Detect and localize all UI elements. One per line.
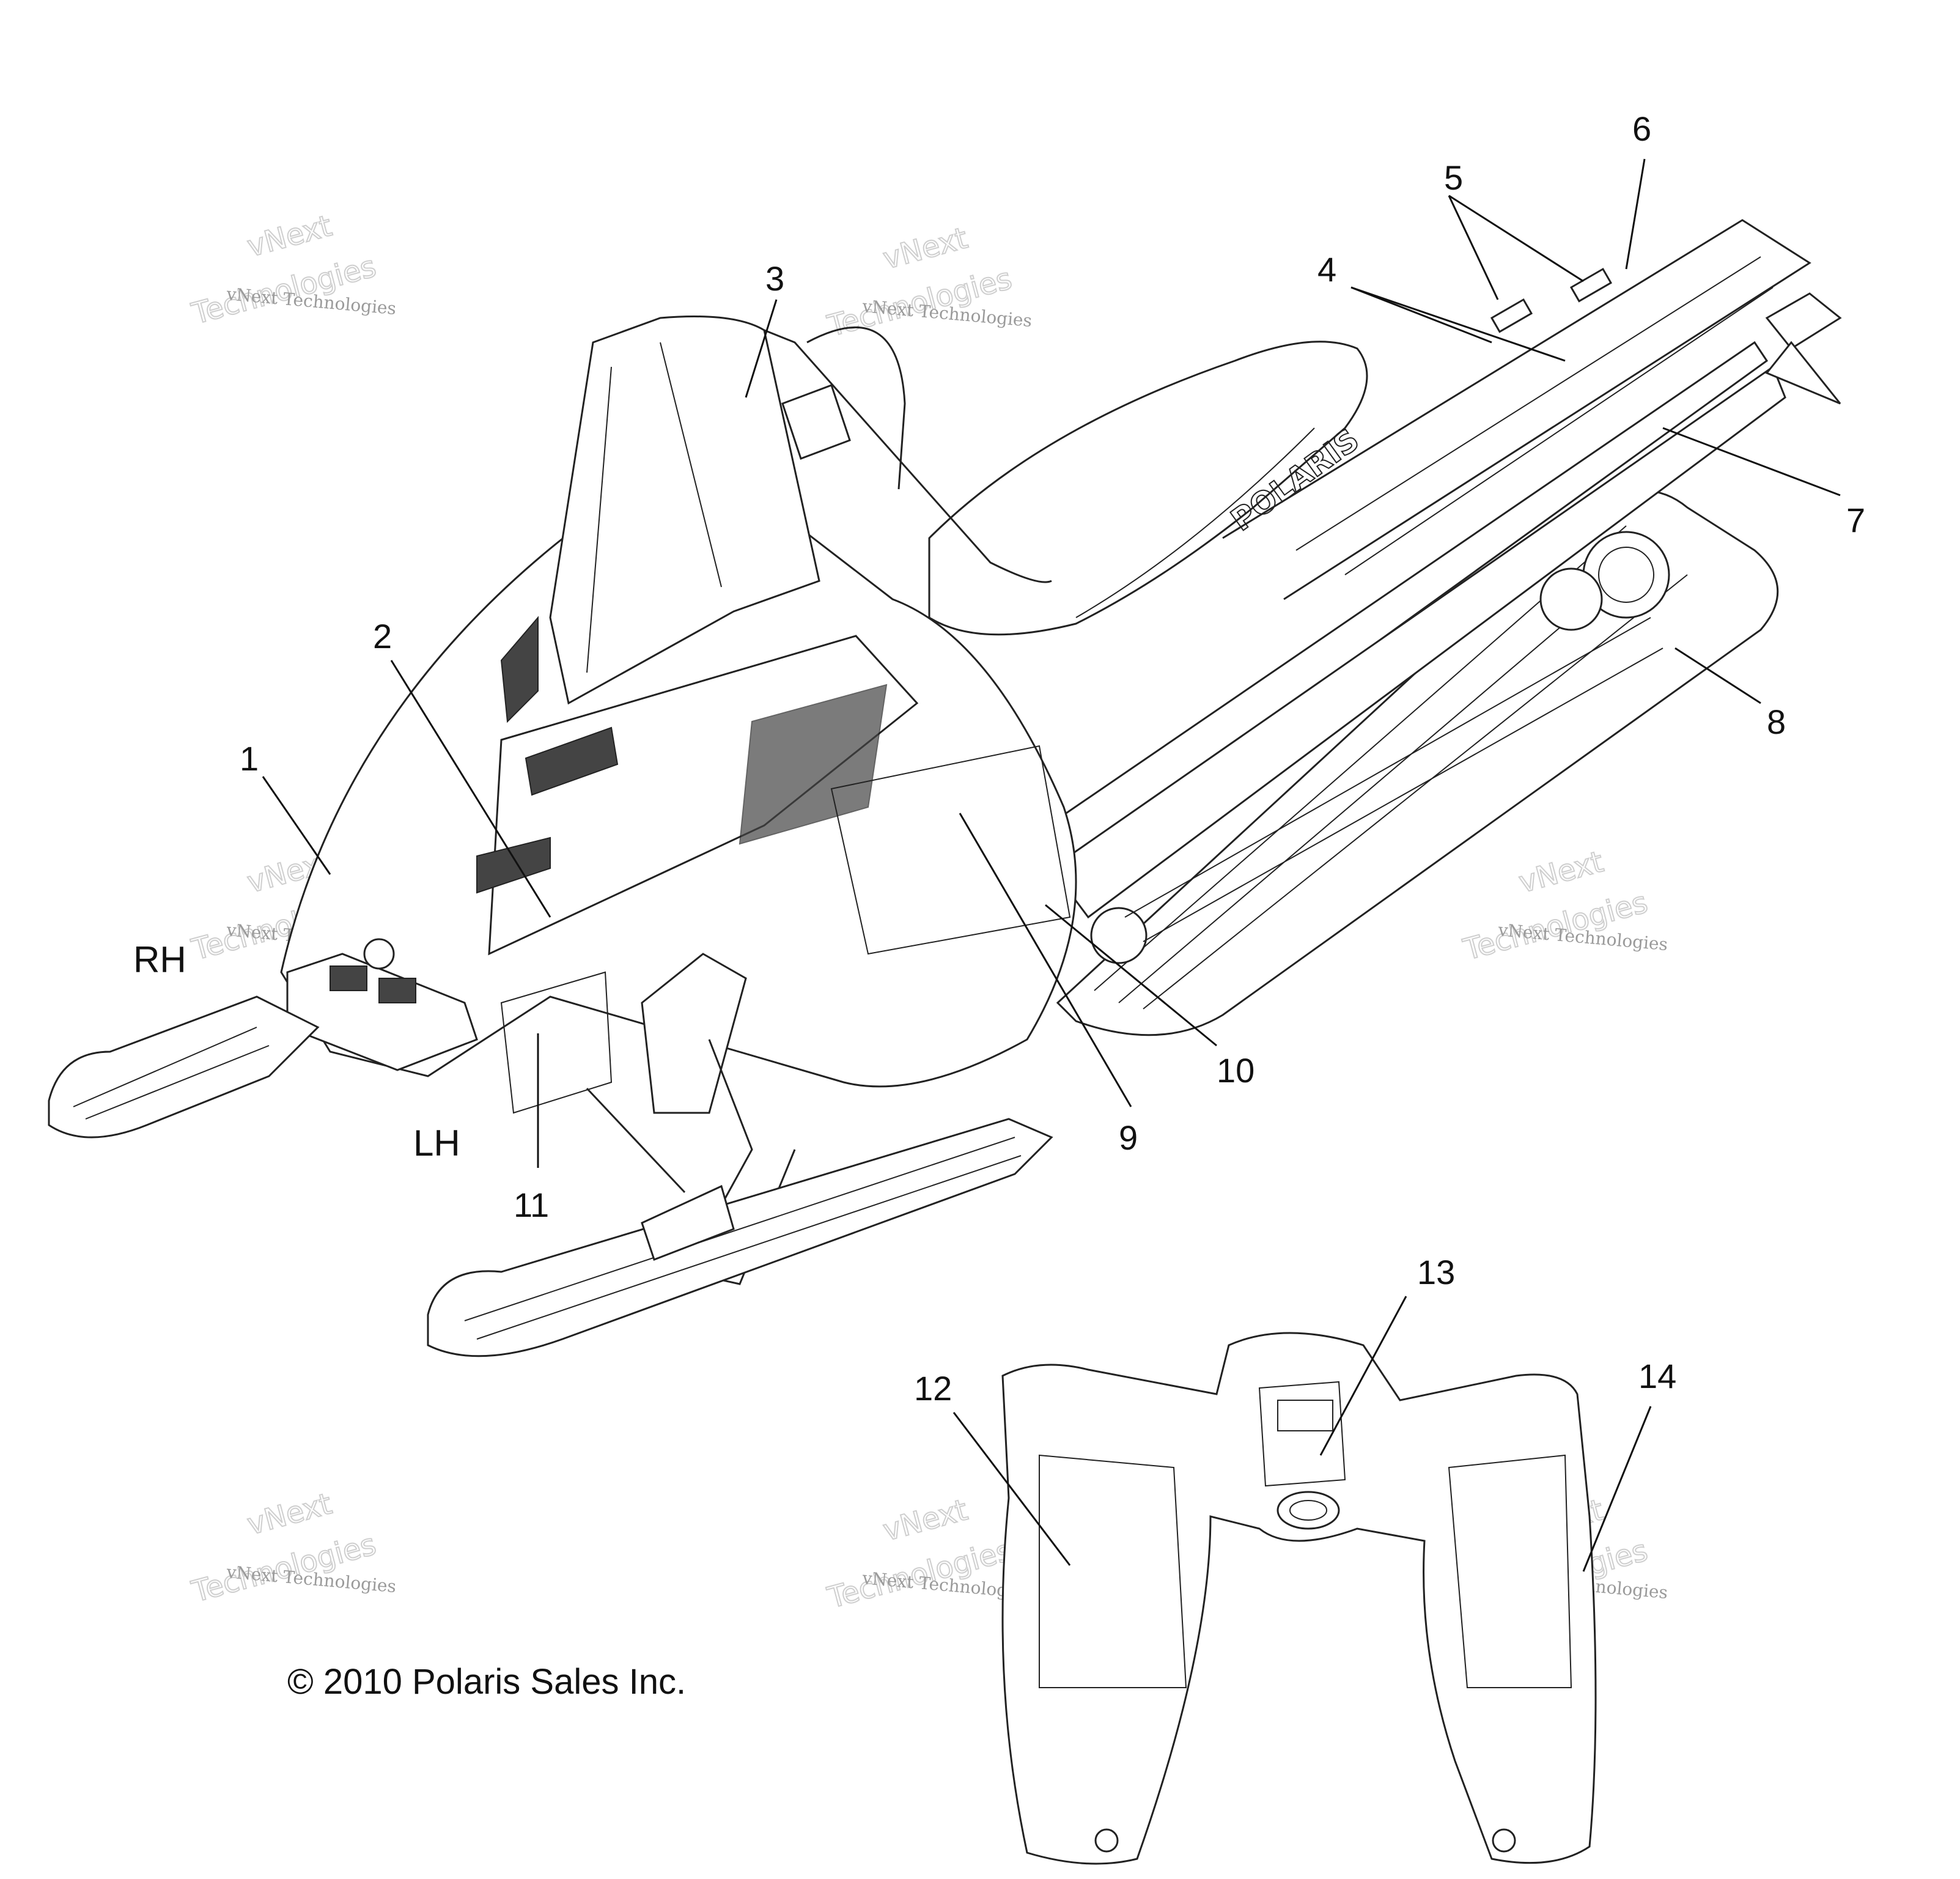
- callout-12: 12: [914, 1369, 952, 1408]
- copyright-text: © 2010 Polaris Sales Inc.: [287, 1662, 686, 1702]
- callout-1: 1: [240, 739, 259, 778]
- hood-underside-illustration: [1001, 1332, 1597, 1865]
- watermark-outline-top: vNext: [880, 221, 971, 276]
- watermark-outline-top: vNext: [244, 1486, 336, 1541]
- callout-8: 8: [1767, 703, 1786, 741]
- watermark-outline-top: vNext: [880, 1493, 971, 1548]
- callout-9: 9: [1119, 1118, 1138, 1157]
- callout-13: 13: [1417, 1253, 1455, 1291]
- callout-3: 3: [765, 259, 784, 298]
- watermark-outline-top: vNext: [244, 209, 336, 264]
- lh-label: LH: [413, 1123, 460, 1164]
- leader-lines: [262, 158, 1841, 1572]
- callout-7: 7: [1846, 501, 1865, 539]
- callout-4: 4: [1317, 250, 1336, 289]
- callout-5: 5: [1444, 158, 1463, 197]
- callout-10: 10: [1217, 1051, 1254, 1090]
- callout-2: 2: [373, 617, 392, 655]
- callout-14: 14: [1638, 1357, 1676, 1395]
- callout-labels: 1 2 3 4 5 6 7 8 9 10 11 12 13 14: [240, 109, 1865, 1408]
- callout-6: 6: [1632, 109, 1651, 148]
- watermark-outline-top: vNext: [1516, 844, 1607, 899]
- snowmobile-illustration: POLARIS: [48, 219, 1842, 1357]
- callout-11: 11: [514, 1186, 549, 1224]
- rh-label: RH: [133, 939, 186, 980]
